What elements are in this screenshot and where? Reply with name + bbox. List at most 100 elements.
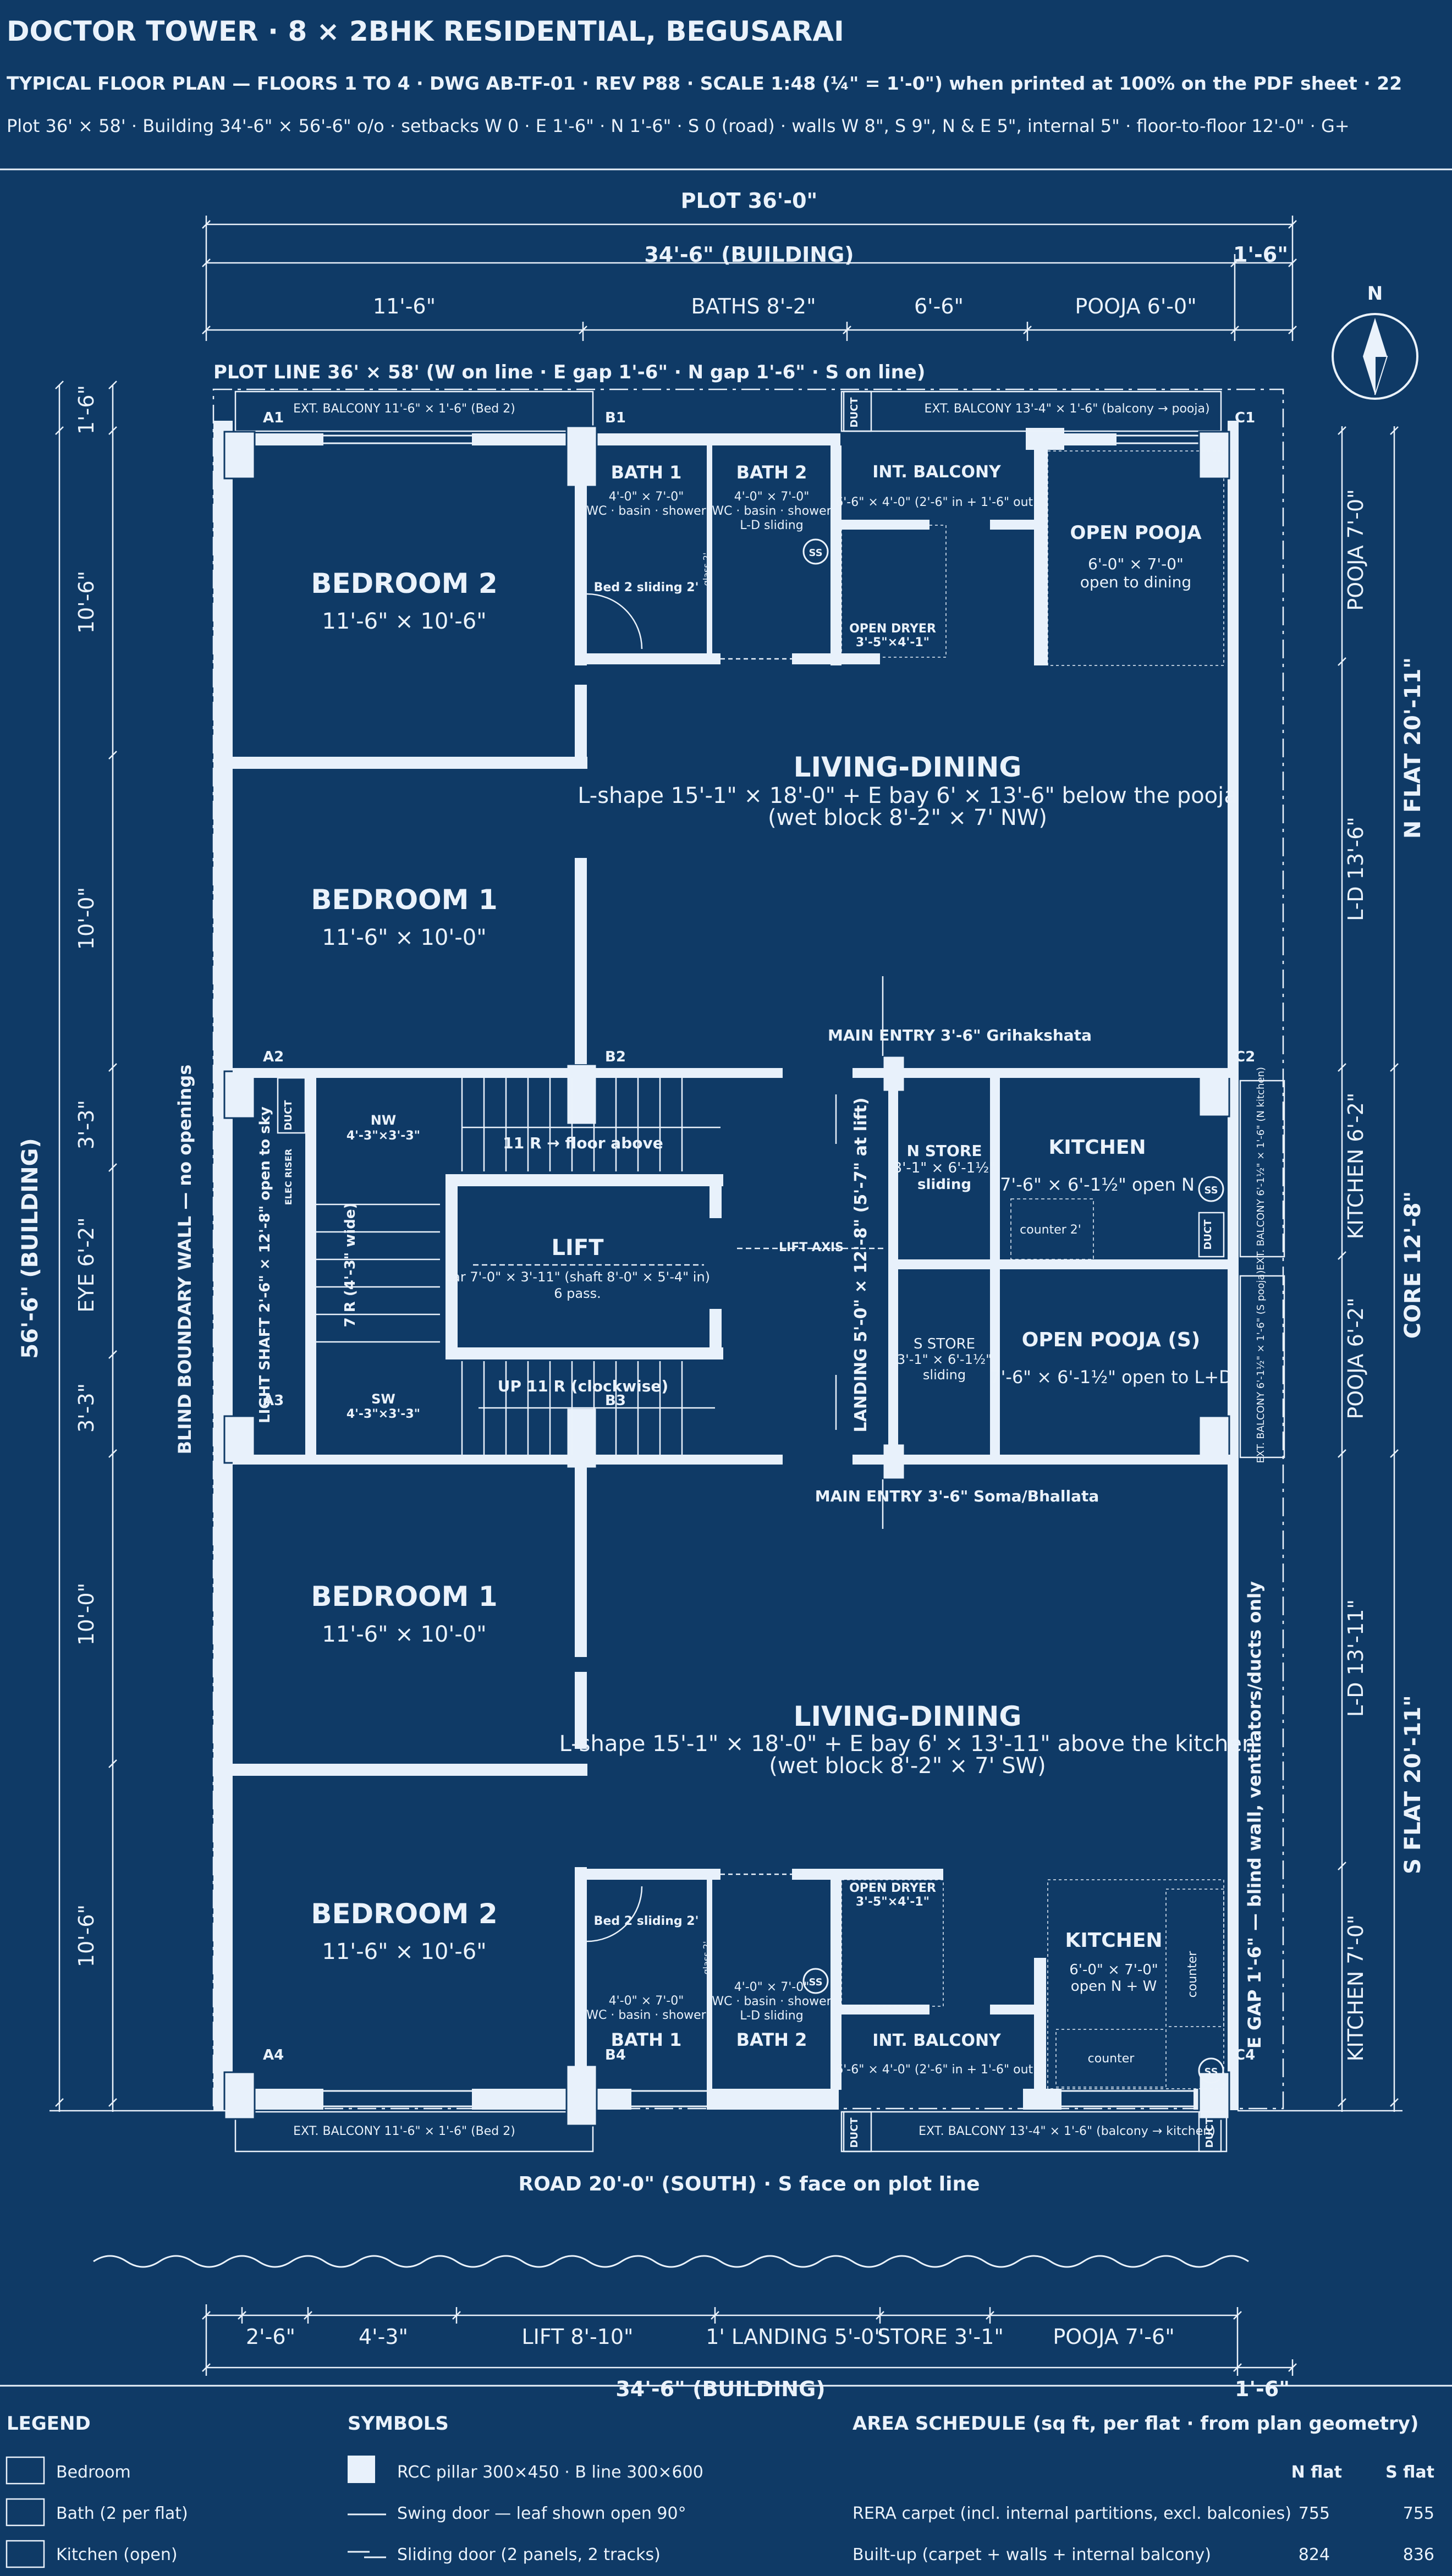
left-eye-dim: EYE 6'-2": [74, 1217, 98, 1312]
blind-wall-east-label: E GAP 1'-6" — blind wall, ventilators/du…: [1244, 1581, 1265, 2049]
legend-item-kitchen: Kitchen (open): [56, 2545, 178, 2564]
n-bath2-size: 4'-0" × 7'-0": [734, 490, 810, 504]
ext-balcony-east-kitchen: EXT. BALCONY 6'-1½" × 1'-6" (N kitchen): [1255, 1067, 1267, 1270]
n-living-line1: L-shape 15'-1" × 18'-0" + E bay 6' × 13'…: [578, 783, 1238, 808]
core-counter-label: counter 2': [1020, 1223, 1081, 1237]
s-counter-v: counter: [1186, 1951, 1200, 1998]
right-pooja-c-dim: POOJA 6'-2": [1344, 1297, 1368, 1419]
grid-c4: C4: [1235, 2047, 1255, 2063]
ss-label-core: SS: [1204, 1185, 1218, 1196]
area-row1-label: RERA carpet (incl. internal partitions, …: [853, 2504, 1291, 2523]
sstore-name: S STORE: [914, 1336, 975, 1352]
grid-a1: A1: [263, 410, 284, 426]
left-bed1s-dim: 10'-0": [74, 1583, 98, 1645]
n-pooja-note: open to dining: [1080, 573, 1191, 591]
duct-south-e: [1198, 2111, 1228, 2153]
stair-up-label: 11 R → floor above: [503, 1134, 663, 1152]
north-flat-walls: [233, 445, 1048, 1064]
left-dimensions: [50, 381, 231, 2112]
external-balconies: [234, 390, 1285, 2153]
plot-line: [212, 388, 1284, 2110]
entry-south-label: MAIN ENTRY 3'-6" Soma/Bhallata: [815, 1487, 1099, 1505]
grid-a3: A3: [263, 1392, 284, 1409]
n-bed2-name: BEDROOM 2: [311, 568, 497, 599]
road-label: ROAD 20'-0" (SOUTH) · S face on plot lin…: [518, 2173, 980, 2195]
duct-north-label: DUCT: [849, 397, 860, 428]
n-bed2-size: 11'-6" × 10'-6": [322, 609, 486, 634]
ss-icon: [802, 1968, 829, 1994]
right-ld-n-dim: L-D 13'-6": [1344, 817, 1368, 921]
legend-swatch-bath: [6, 2498, 45, 2527]
stair-width-label: 7 R (4'-3" wide): [342, 1203, 359, 1328]
south-flat-lines: [586, 1873, 1224, 2089]
bottom-dimensions: [202, 2304, 1297, 2376]
drawing-title: DOCTOR TOWER · 8 × 2BHK RESIDENTIAL, BEG…: [7, 15, 844, 47]
s-kitchen-note: open N + W: [1071, 1978, 1157, 1995]
n-bath1-note: WC · basin · shower: [586, 504, 706, 518]
spec-line: Plot 36' × 58' · Building 34'-6" × 56'-6…: [7, 115, 1350, 136]
grid-b2: B2: [605, 1049, 626, 1065]
bottom-seg4: 1' LANDING 5'-0": [706, 2325, 884, 2349]
ext-balcony-se: EXT. BALCONY 13'-4" × 1'-6" (balcony → k…: [919, 2124, 1216, 2138]
seg-baths-label: BATHS 8'-2": [691, 294, 816, 318]
core-nw-size: 4'-3"×3'-3": [346, 1129, 420, 1143]
s-dryer-name: OPEN DRYER: [849, 1881, 936, 1895]
right-s-flat-dim: S FLAT 20'-11": [1400, 1695, 1426, 1874]
s-bed2-name: BEDROOM 2: [311, 1898, 497, 1930]
left-ngap-dim: 1'-6": [74, 385, 98, 434]
n-dryer-size: 3'-5"×4'-1": [856, 636, 930, 649]
s-bath2-door: L-D sliding: [740, 2009, 803, 2023]
ext-balcony-ne: EXT. BALCONY 13'-4" × 1'-6" (balcony → p…: [924, 402, 1209, 416]
duct-south-w-label: DUCT: [849, 2117, 860, 2148]
n-bath1-name: BATH 1: [611, 462, 682, 483]
north-windows: [323, 434, 1199, 444]
n-bath2-door: L-D sliding: [740, 519, 803, 532]
n-bed1-size: 11'-6" × 10'-0": [322, 925, 486, 950]
left-bed2s-dim: 10'-6": [74, 1905, 98, 1967]
north-flat-door-arcs: [586, 450, 1224, 666]
area-row2-s: 836: [1403, 2545, 1434, 2564]
s-living-line2: (wet block 8'-2" × 7' SW): [769, 1753, 1046, 1779]
blind-wall-west-label: BLIND BOUNDARY WALL — no openings: [174, 1065, 195, 1455]
plot-line-label: PLOT LINE 36' × 58' (W on line · E gap 1…: [213, 361, 925, 383]
area-row1-n: 755: [1299, 2504, 1330, 2523]
lift-pass-label: 6 pass.: [554, 1286, 601, 1301]
s-bath2-name: BATH 2: [736, 2029, 807, 2050]
pooja-s-size: 7'-6" × 6'-1½" open to L+D: [989, 1367, 1233, 1388]
n-bath1-size: 4'-0" × 7'-0": [609, 490, 684, 504]
ss-label-n: SS: [809, 547, 822, 559]
core-lines: [277, 976, 1225, 1529]
ss-label-s: SS: [809, 1977, 822, 1988]
legend-title: LEGEND: [7, 2413, 91, 2435]
n-intbal-name: INT. BALCONY: [872, 463, 1002, 482]
symbol-swing-door-label: Swing door — leaf shown open 90°: [397, 2504, 686, 2523]
duct-east-label: DUCT: [1202, 1219, 1214, 1250]
symbols-title: SYMBOLS: [348, 2413, 449, 2435]
n-living-line2: (wet block 8'-2" × 7' NW): [768, 805, 1047, 830]
n-living-name: LIVING-DINING: [794, 751, 1022, 783]
area-row1-s: 755: [1403, 2504, 1434, 2523]
legend-swatch-bedroom: [6, 2456, 45, 2485]
north-label: N: [1367, 283, 1383, 305]
s-dryer-size: 3'-5"×4'-1": [856, 1895, 930, 1909]
sstore-size: 3'-1" × 6'-1½": [897, 1352, 992, 1367]
west-wall: [213, 421, 233, 2110]
legend-item-bedroom: Bedroom: [56, 2463, 131, 2482]
symbol-pillar-label: RCC pillar 300×450 · B line 300×600: [397, 2463, 703, 2482]
left-corea-dim: 3'-3": [74, 1100, 98, 1149]
grid-a2: A2: [263, 1049, 284, 1065]
grid-a4: A4: [263, 2047, 284, 2063]
nstore-door: sliding: [917, 1176, 971, 1193]
duct-core-label: DUCT: [283, 1100, 294, 1131]
sstore-door: sliding: [923, 1367, 966, 1383]
n-bath2-note: WC · basin · shower: [712, 504, 832, 518]
legend-swatch-kitchen: [6, 2540, 45, 2568]
grid-c2: C2: [1235, 1049, 1255, 1065]
symbol-sliding-door-label: Sliding door (2 panels, 2 tracks): [397, 2545, 661, 2564]
s-bath1-name: BATH 1: [611, 2029, 682, 2050]
right-dimensions: [1238, 426, 1402, 2112]
core-kitchen-name: KITCHEN: [1048, 1136, 1146, 1159]
top-dimensions: [202, 216, 1297, 341]
ss-icon: [1198, 1176, 1224, 1202]
